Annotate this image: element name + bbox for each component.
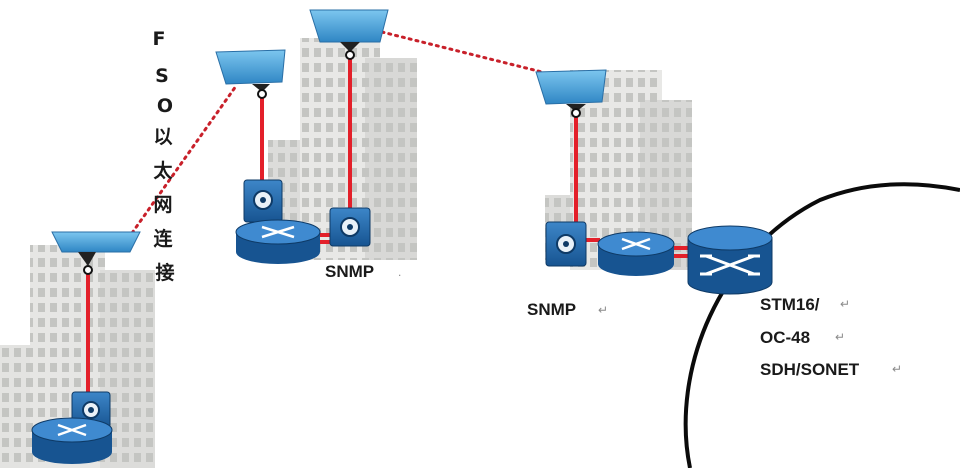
vertical-label-char: S [155, 65, 169, 87]
router-icon [31, 417, 113, 464]
fso-transceiver-1 [51, 231, 141, 275]
sonet-ring [683, 182, 960, 468]
fso-link-1-2 [118, 84, 238, 252]
fso-transceiver-3 [309, 9, 389, 60]
sonet-label-stm16: STM16/ [760, 295, 820, 314]
paragraph-mark: ↵ [840, 297, 850, 311]
fso-transceiver-2 [215, 49, 286, 99]
vertical-label-char: 接 [155, 262, 174, 284]
vertical-label-char: 以 [153, 126, 172, 148]
vertical-label-char: F [153, 28, 166, 50]
snmp-label: SNMP [527, 300, 576, 319]
sonet-label-oc48: OC-48 [760, 328, 810, 347]
paragraph-mark: . [398, 265, 401, 279]
vertical-label-char: 太 [153, 159, 173, 182]
router-icon [597, 231, 675, 276]
sonet-label-sdh: SDH/SONET [760, 360, 860, 379]
router-icon [235, 219, 321, 264]
paragraph-mark: ↵ [598, 303, 608, 317]
vertical-label-fso-ethernet: F S O 以 太 网 连 接 [153, 28, 175, 284]
paragraph-mark: ↵ [892, 362, 902, 376]
vertical-label-char: O [157, 95, 173, 117]
fso-links [118, 30, 544, 252]
fso-link-2-3 [380, 30, 544, 74]
snmp-device-icon [243, 179, 283, 223]
sonet-switch-icon [687, 225, 773, 295]
paragraph-mark: ↵ [835, 330, 845, 344]
snmp-device-icon [545, 221, 587, 267]
fso-transceiver-4 [535, 69, 607, 118]
snmp-device-icon [329, 207, 371, 247]
snmp-label: SNMP [325, 262, 374, 281]
vertical-label-char: 连 [153, 227, 173, 250]
vertical-label-char: 网 [153, 194, 172, 216]
